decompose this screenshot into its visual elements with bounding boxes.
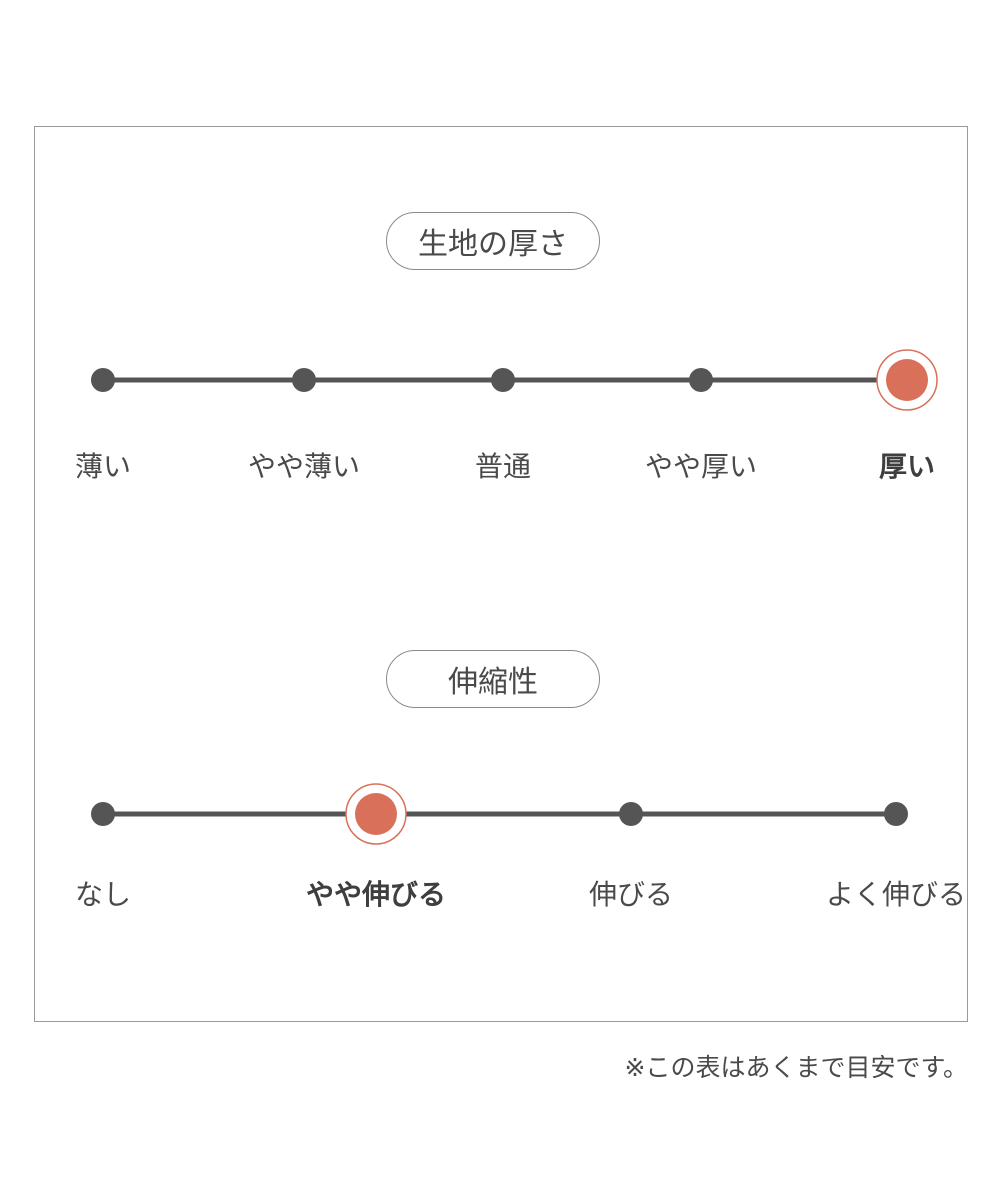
section-title-thickness: 生地の厚さ [386, 212, 600, 270]
info-panel [34, 126, 968, 1022]
disclaimer-note: ※この表はあくまで目安です。 [624, 1053, 968, 1082]
section-title-stretch: 伸縮性 [386, 650, 600, 708]
